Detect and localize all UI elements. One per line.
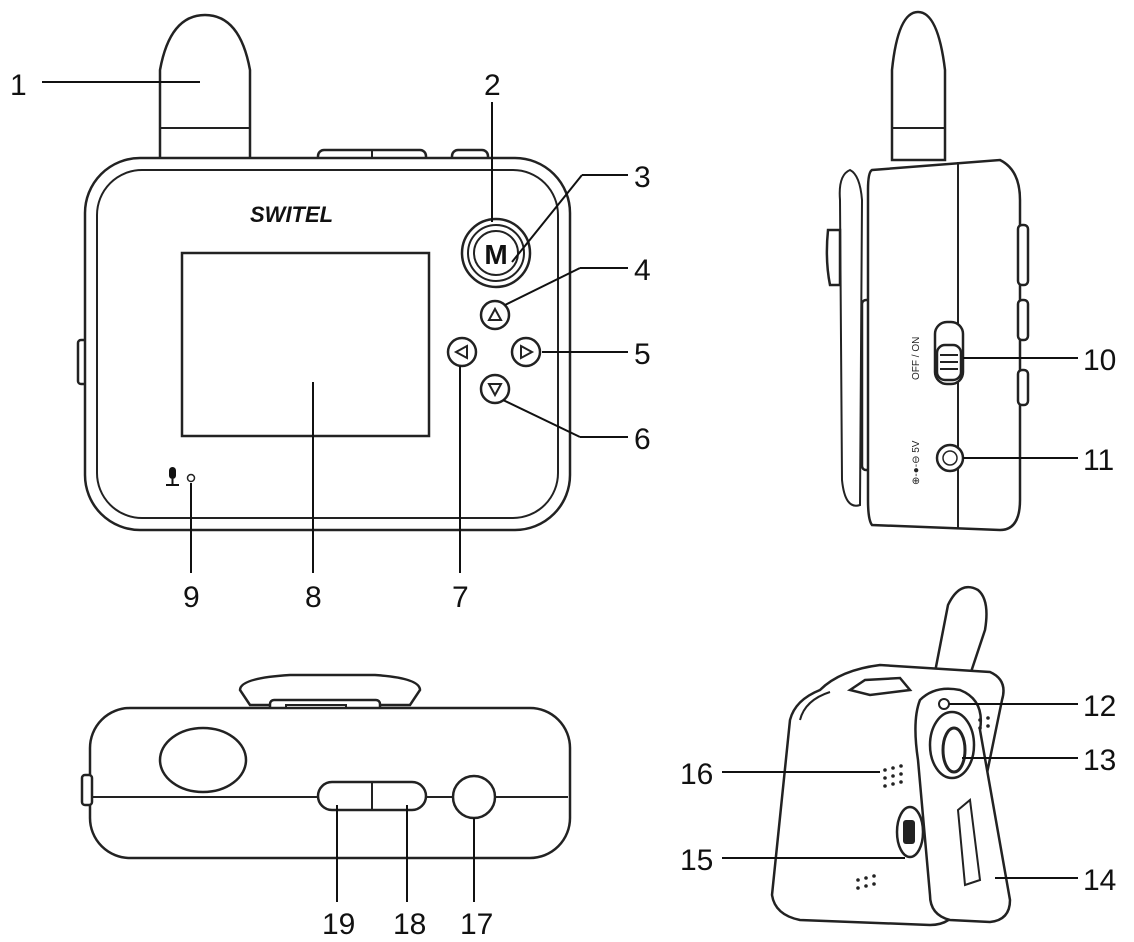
callout-7: 7 <box>452 581 469 614</box>
switch-label: OFF / ON <box>911 337 922 380</box>
callout-14: 14 <box>1083 864 1116 897</box>
up-button <box>479 299 511 331</box>
speaker-grille <box>158 726 248 794</box>
down-button <box>479 373 511 405</box>
callout-19: 19 <box>322 908 355 941</box>
callout-2: 2 <box>484 69 501 102</box>
speaker-holes <box>856 716 990 890</box>
callout-5: 5 <box>634 338 651 371</box>
callout-10: 10 <box>1083 344 1116 377</box>
microphone-hole <box>186 473 196 483</box>
microphone-icon <box>166 467 179 486</box>
talk-button <box>451 774 497 820</box>
back-button <box>446 336 478 368</box>
belt-clip <box>838 168 864 507</box>
front-view: SWITEL M <box>76 13 572 532</box>
callout-16: 16 <box>680 758 713 791</box>
callout-18: 18 <box>393 908 426 941</box>
callout-13: 13 <box>1083 744 1116 777</box>
callout-17: 17 <box>460 908 493 941</box>
menu-button-label: M <box>484 239 507 270</box>
callout-numbers: 1 2 3 4 5 6 7 8 9 10 11 12 13 14 15 16 1… <box>10 69 1116 941</box>
callout-1: 1 <box>10 69 27 102</box>
antenna <box>158 13 252 162</box>
callout-12: 12 <box>1083 690 1116 723</box>
brand-logo: SWITEL <box>250 202 333 227</box>
display-screen <box>180 251 431 438</box>
callout-15: 15 <box>680 844 713 877</box>
callout-3: 3 <box>634 161 651 194</box>
callout-11: 11 <box>1083 444 1114 477</box>
callout-6: 6 <box>634 423 651 456</box>
callout-9: 9 <box>183 581 200 614</box>
right-button <box>510 336 542 368</box>
callout-4: 4 <box>634 254 651 287</box>
bottom-view <box>80 673 572 860</box>
dc-power-jack <box>935 443 965 473</box>
led-indicator <box>938 698 950 710</box>
callout-lines <box>42 81 1078 902</box>
side-view: OFF / ON ⊕-●-⊖ 5V <box>825 10 1030 532</box>
rear-view <box>770 585 1012 927</box>
callout-8: 8 <box>305 581 322 614</box>
dc-label: ⊕-●-⊖ 5V <box>911 440 922 485</box>
